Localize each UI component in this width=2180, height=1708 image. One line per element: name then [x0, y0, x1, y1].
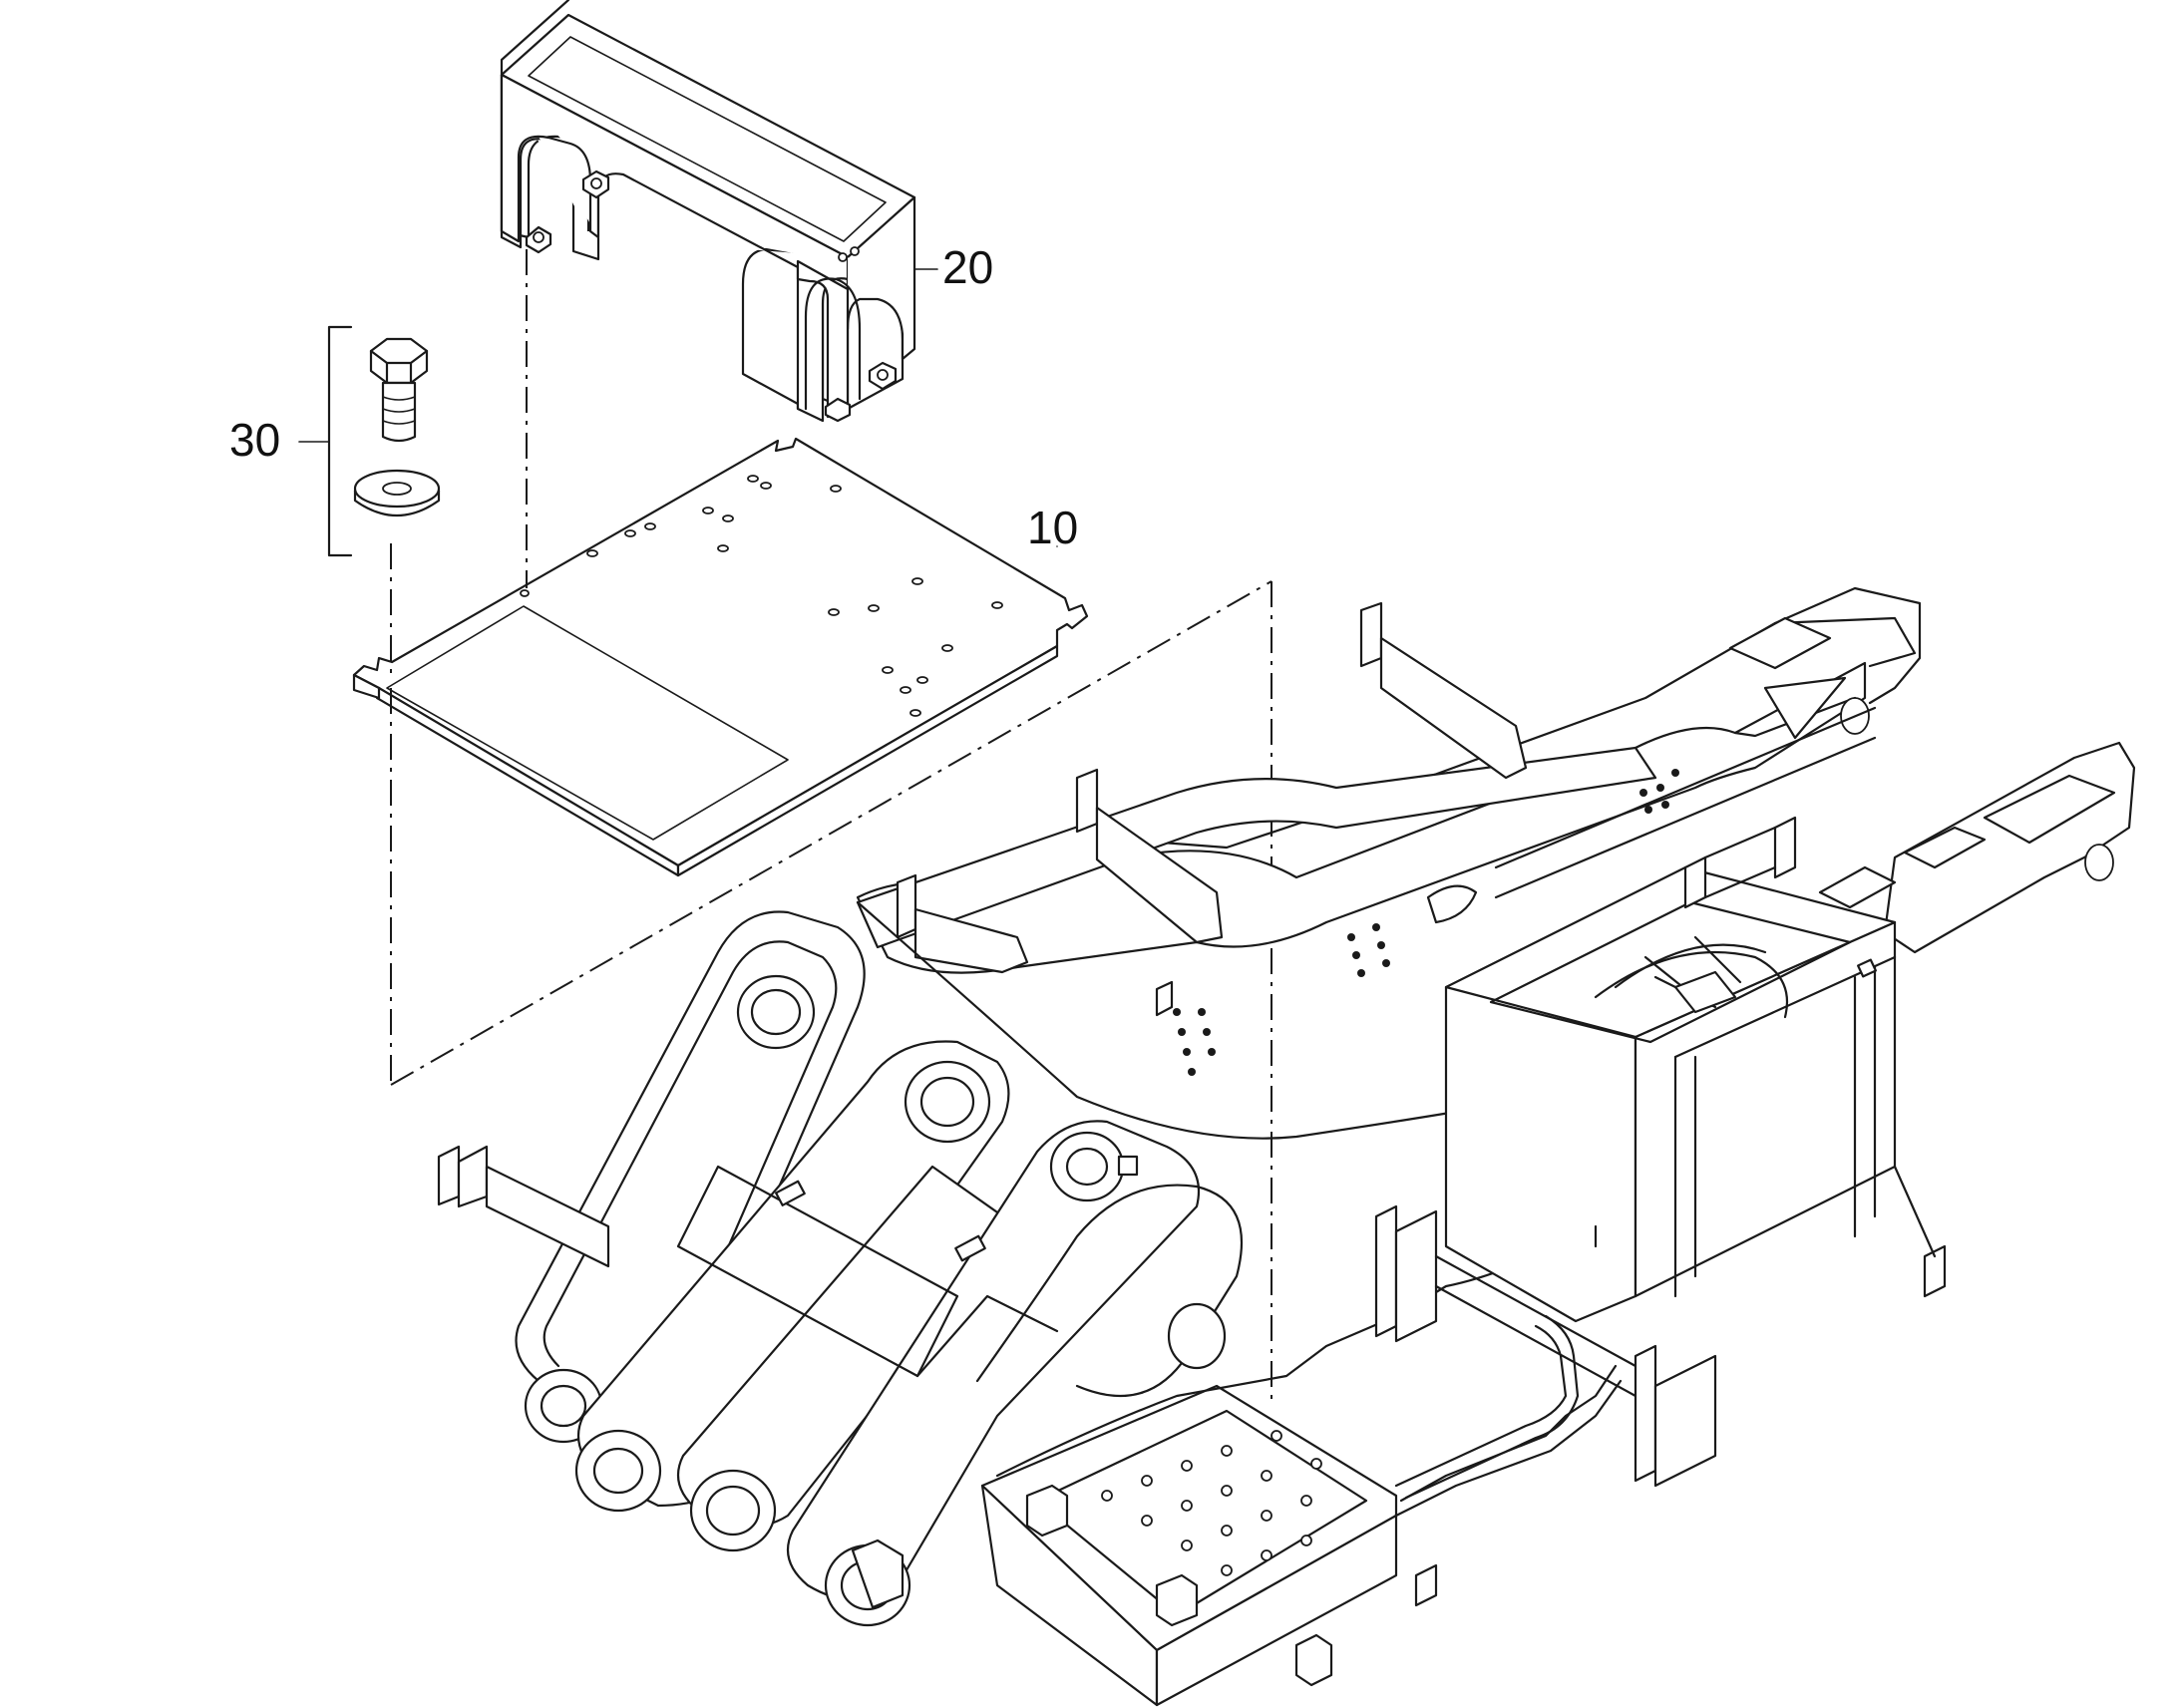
- part-20-cover[interactable]: [500, 0, 916, 423]
- assembly-centerlines: [390, 249, 1272, 1404]
- callout-20: 20: [942, 241, 993, 293]
- part-10-plate[interactable]: [352, 437, 1089, 877]
- step-holes: [1101, 1430, 1322, 1576]
- part-30-bolt-washer[interactable]: [298, 325, 441, 557]
- frame-bolts: [1173, 769, 1679, 1076]
- callout-30: 30: [229, 414, 280, 466]
- plate-holes: [520, 475, 1003, 717]
- machine-frame: [437, 586, 2136, 1707]
- callout-10: 10: [1027, 502, 1078, 553]
